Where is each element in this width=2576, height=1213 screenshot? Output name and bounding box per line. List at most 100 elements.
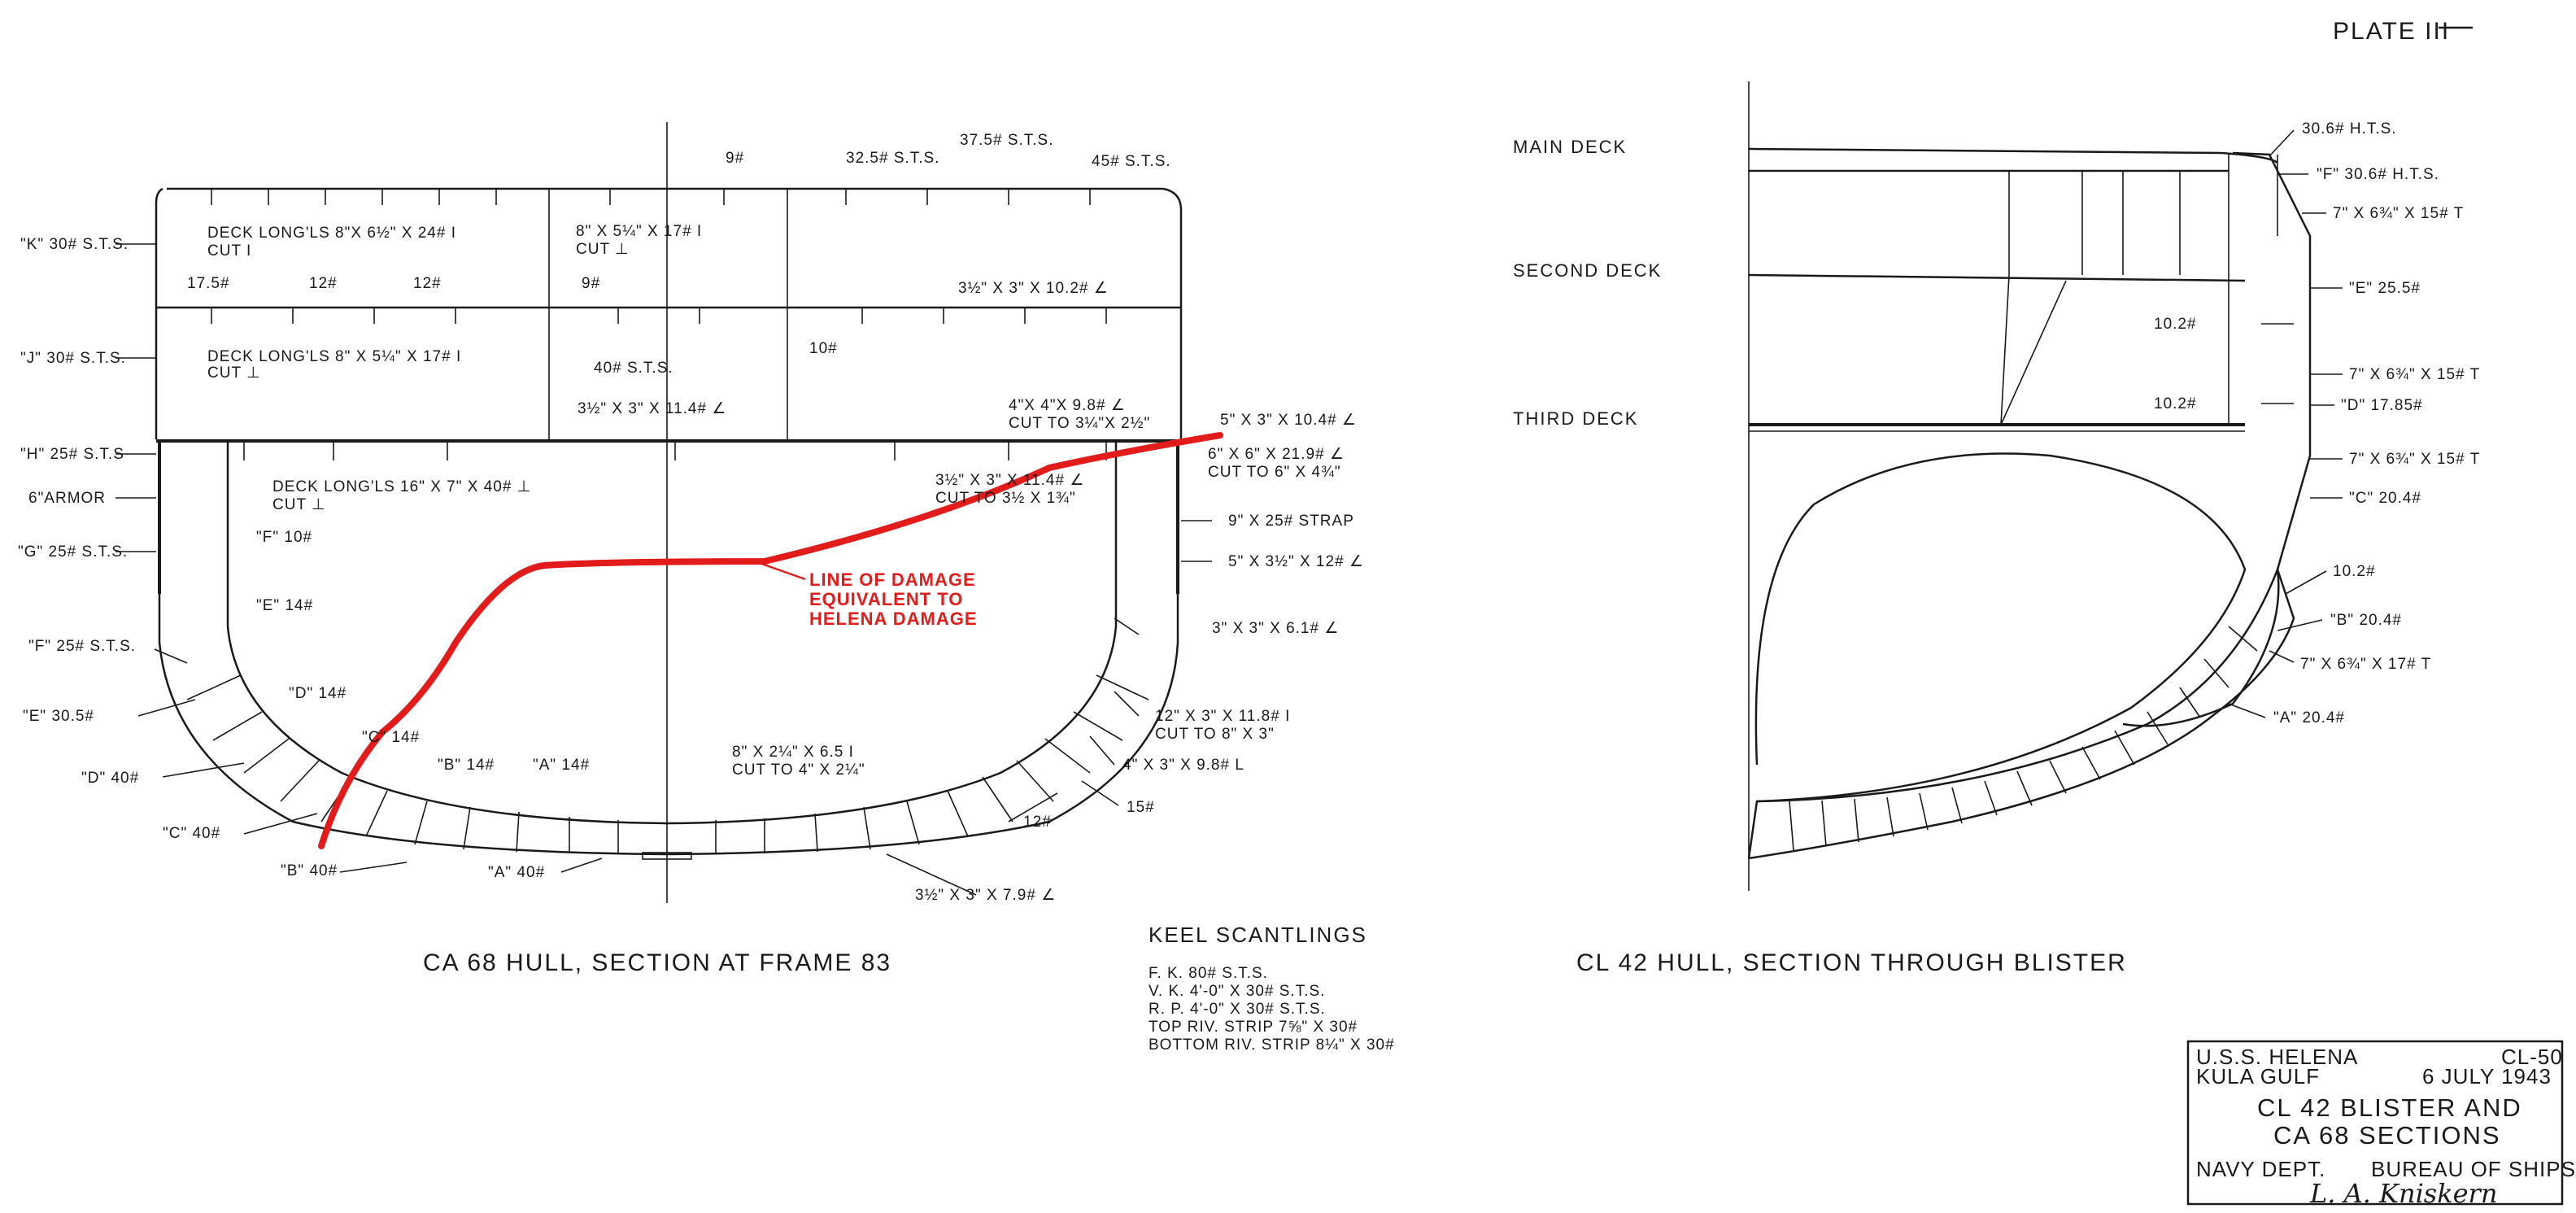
label-e30-5: "E" 30.5#	[23, 708, 94, 725]
label-40-sts: 40# S.T.S.	[594, 360, 673, 377]
cl42-label-d17-85: "D" 17.85#	[2341, 397, 2423, 414]
cl42-label-b20-4: "B" 20.4#	[2330, 612, 2402, 629]
label-d14: "D" 14#	[289, 685, 347, 702]
keel-row-2: V. K. 4'-0" X 30# S.T.S.	[1149, 983, 1325, 1000]
keel-row-4: TOP RIV. STRIP 7⅝" X 30#	[1149, 1019, 1358, 1036]
ca68-inner-shell	[226, 441, 1118, 825]
label-k30: "K" 30# S.T.S.	[20, 236, 129, 253]
label-deck-longls-3-cut: CUT ⊥	[272, 496, 326, 513]
label-b14: "B" 14#	[438, 757, 495, 774]
tb-title-2: CA 68 SECTIONS	[2273, 1121, 2501, 1150]
label-strap: 9" X 25# STRAP	[1228, 513, 1354, 530]
label-e14: "E" 14#	[256, 597, 313, 614]
label-a14: "A" 14#	[533, 757, 590, 774]
label-deck-longls-3: DECK LONG'LS 16" X 7" X 40# ⊥	[272, 478, 531, 495]
keel-scantlings: KEEL SCANTLINGS F. K. 80# S.T.S. V. K. 4…	[1149, 923, 1395, 1054]
label-deck-longls-2: DECK LONG'LS 8" X 5¼" X 17# I	[207, 348, 461, 365]
label-h25: "H" 25# S.T.S	[20, 446, 124, 463]
label-f25: "F" 25# S.T.S.	[28, 638, 136, 655]
label-deck-longls-1: DECK LONG'LS 8"X 6½" X 24# I	[207, 225, 456, 242]
tb-bureau: BUREAU OF SHIPS	[2371, 1157, 2576, 1181]
cl42-second-deck	[1748, 273, 2246, 282]
label-17-5: 17.5#	[187, 275, 230, 292]
plate-label: PLATE III	[2333, 18, 2450, 45]
cl42-label-a20-4: "A" 20.4#	[2273, 709, 2345, 726]
label-a40: "A" 40#	[488, 864, 545, 881]
label-angle-3-5-7-9: 3½" X 3" X 7.9# ∠	[915, 887, 1056, 904]
label-beam-8x5-cut: CUT ⊥	[576, 241, 630, 258]
damage-label-2: EQUIVALENT TO	[809, 589, 963, 609]
deck-label-second: SECOND DECK	[1513, 260, 1662, 281]
label-c40: "C" 40#	[163, 825, 220, 842]
cl42-main-deck	[1748, 147, 2278, 164]
cl42-side-shell	[2232, 151, 2312, 570]
keel-row-5: BOTTOM RIV. STRIP 8¼" X 30#	[1149, 1036, 1395, 1054]
label-15: 15#	[1127, 799, 1155, 816]
label-beam-8x5: 8" X 5¼" X 17# I	[576, 223, 702, 240]
label-angle-6x6-cut: CUT TO 6" X 4¾"	[1208, 464, 1341, 481]
label-beam-8x2: 8" X 2¼" X 6.5 I	[732, 744, 854, 761]
ca68-outer-shell	[158, 594, 1179, 856]
label-angle-11-4: 3½" X 3" X 11.4# ∠	[578, 400, 726, 417]
label-f10: "F" 10#	[256, 529, 312, 546]
keel-row-1: F. K. 80# S.T.S.	[1149, 965, 1268, 982]
label-angle-5x3: 5" X 3" X 10.4# ∠	[1220, 412, 1357, 429]
label-12-b: 12#	[413, 275, 442, 292]
cl42-caption: CL 42 HULL, SECTION THROUGH BLISTER	[1576, 949, 2127, 976]
tb-hull: CL-50	[2501, 1045, 2563, 1069]
keel-title: KEEL SCANTLINGS	[1149, 923, 1367, 947]
label-9-top: 9#	[726, 150, 744, 167]
ca68-caption: CA 68 HULL, SECTION AT FRAME 83	[423, 949, 891, 976]
label-armor: 6"ARMOR	[28, 490, 106, 507]
tb-date: 6 JULY 1943	[2422, 1064, 2552, 1089]
damage-label-3: HELENA DAMAGE	[809, 609, 978, 629]
label-angle-3x3: 3" X 3" X 6.1# ∠	[1212, 620, 1339, 637]
label-d40: "D" 40#	[81, 770, 139, 787]
label-b40: "B" 40#	[281, 862, 338, 879]
label-angle-4x3: 4" X 3" X 9.8# L	[1122, 757, 1244, 774]
title-block: U.S.S. HELENA CL-50 KULA GULF 6 JULY 194…	[2186, 1040, 2576, 1209]
tb-location: KULA GULF	[2196, 1064, 2320, 1089]
label-beam-12x3-cut: CUT TO 8" X 3"	[1155, 726, 1275, 743]
cl42-label-c20-4: "C" 20.4#	[2349, 490, 2421, 507]
deck-label-main: MAIN DECK	[1513, 137, 1627, 157]
tb-signature: L. A. Kniskern	[2309, 1178, 2497, 1209]
cl42-label-10-2-a: 10.2#	[2154, 316, 2197, 333]
ca68-section: LINE OF DAMAGE EQUIVALENT TO HELENA DAMA…	[18, 122, 1364, 976]
tb-dept: NAVY DEPT.	[2196, 1157, 2325, 1181]
cl42-blister	[1747, 566, 2295, 860]
cl42-label-tee-c: 7" X 6¾" X 15# T	[2349, 451, 2480, 468]
label-angle-6x6: 6" X 6" X 21.9# ∠	[1208, 446, 1345, 463]
label-deck-longls-1-cut: CUT I	[207, 242, 251, 260]
label-j30: "J" 30# S.T.S.	[20, 350, 126, 367]
label-angle-4x4-cut: CUT TO 3¼"X 2½"	[1009, 415, 1150, 432]
label-beam-12x3: 12" X 3" X 11.8# I	[1155, 708, 1290, 725]
cl42-label-tee-d: 7" X 6¾" X 17# T	[2300, 656, 2431, 673]
tb-ship: U.S.S. HELENA	[2196, 1045, 2358, 1069]
label-beam-8x2-cut: CUT TO 4" X 2¼"	[732, 761, 865, 779]
cl42-label-f30-6: "F" 30.6# H.T.S.	[2317, 166, 2439, 183]
damage-label-1: LINE OF DAMAGE	[809, 569, 976, 590]
cl42-label-e25-5: "E" 25.5#	[2349, 280, 2421, 297]
label-c14: "C" 14#	[362, 729, 420, 746]
label-37-5: 37.5# S.T.S.	[960, 132, 1054, 149]
label-deck-longls-2-cut: CUT ⊥	[207, 364, 261, 382]
label-g25: "G" 25# S.T.S.	[18, 543, 128, 561]
label-12-c: 12#	[1023, 814, 1052, 831]
tb-title-1: CL 42 BLISTER AND	[2257, 1093, 2522, 1122]
deck-label-third: THIRD DECK	[1513, 408, 1638, 429]
label-10: 10#	[809, 340, 838, 357]
cl42-label-30-6: 30.6# H.T.S.	[2302, 120, 2397, 137]
label-45: 45# S.T.S.	[1092, 153, 1171, 170]
label-12-a: 12#	[309, 275, 338, 292]
label-9-b: 9#	[582, 275, 600, 292]
label-angle-5x3-5: 5" X 3½" X 12# ∠	[1228, 553, 1364, 570]
keel-row-3: R. P. 4'-0" X 30# S.T.S.	[1149, 1001, 1326, 1018]
label-angle-3-5-11-4: 3½" X 3" X 11.4# ∠	[935, 472, 1084, 489]
cl42-label-10-2-c: 10.2#	[2333, 563, 2376, 580]
cl42-label-tee-a: 7" X 6¾" X 15# T	[2333, 205, 2464, 222]
label-32-5: 32.5# S.T.S.	[846, 150, 940, 167]
label-angle-3-5-10-2: 3½" X 3" X 10.2# ∠	[958, 280, 1109, 297]
damage-line	[318, 432, 1223, 849]
